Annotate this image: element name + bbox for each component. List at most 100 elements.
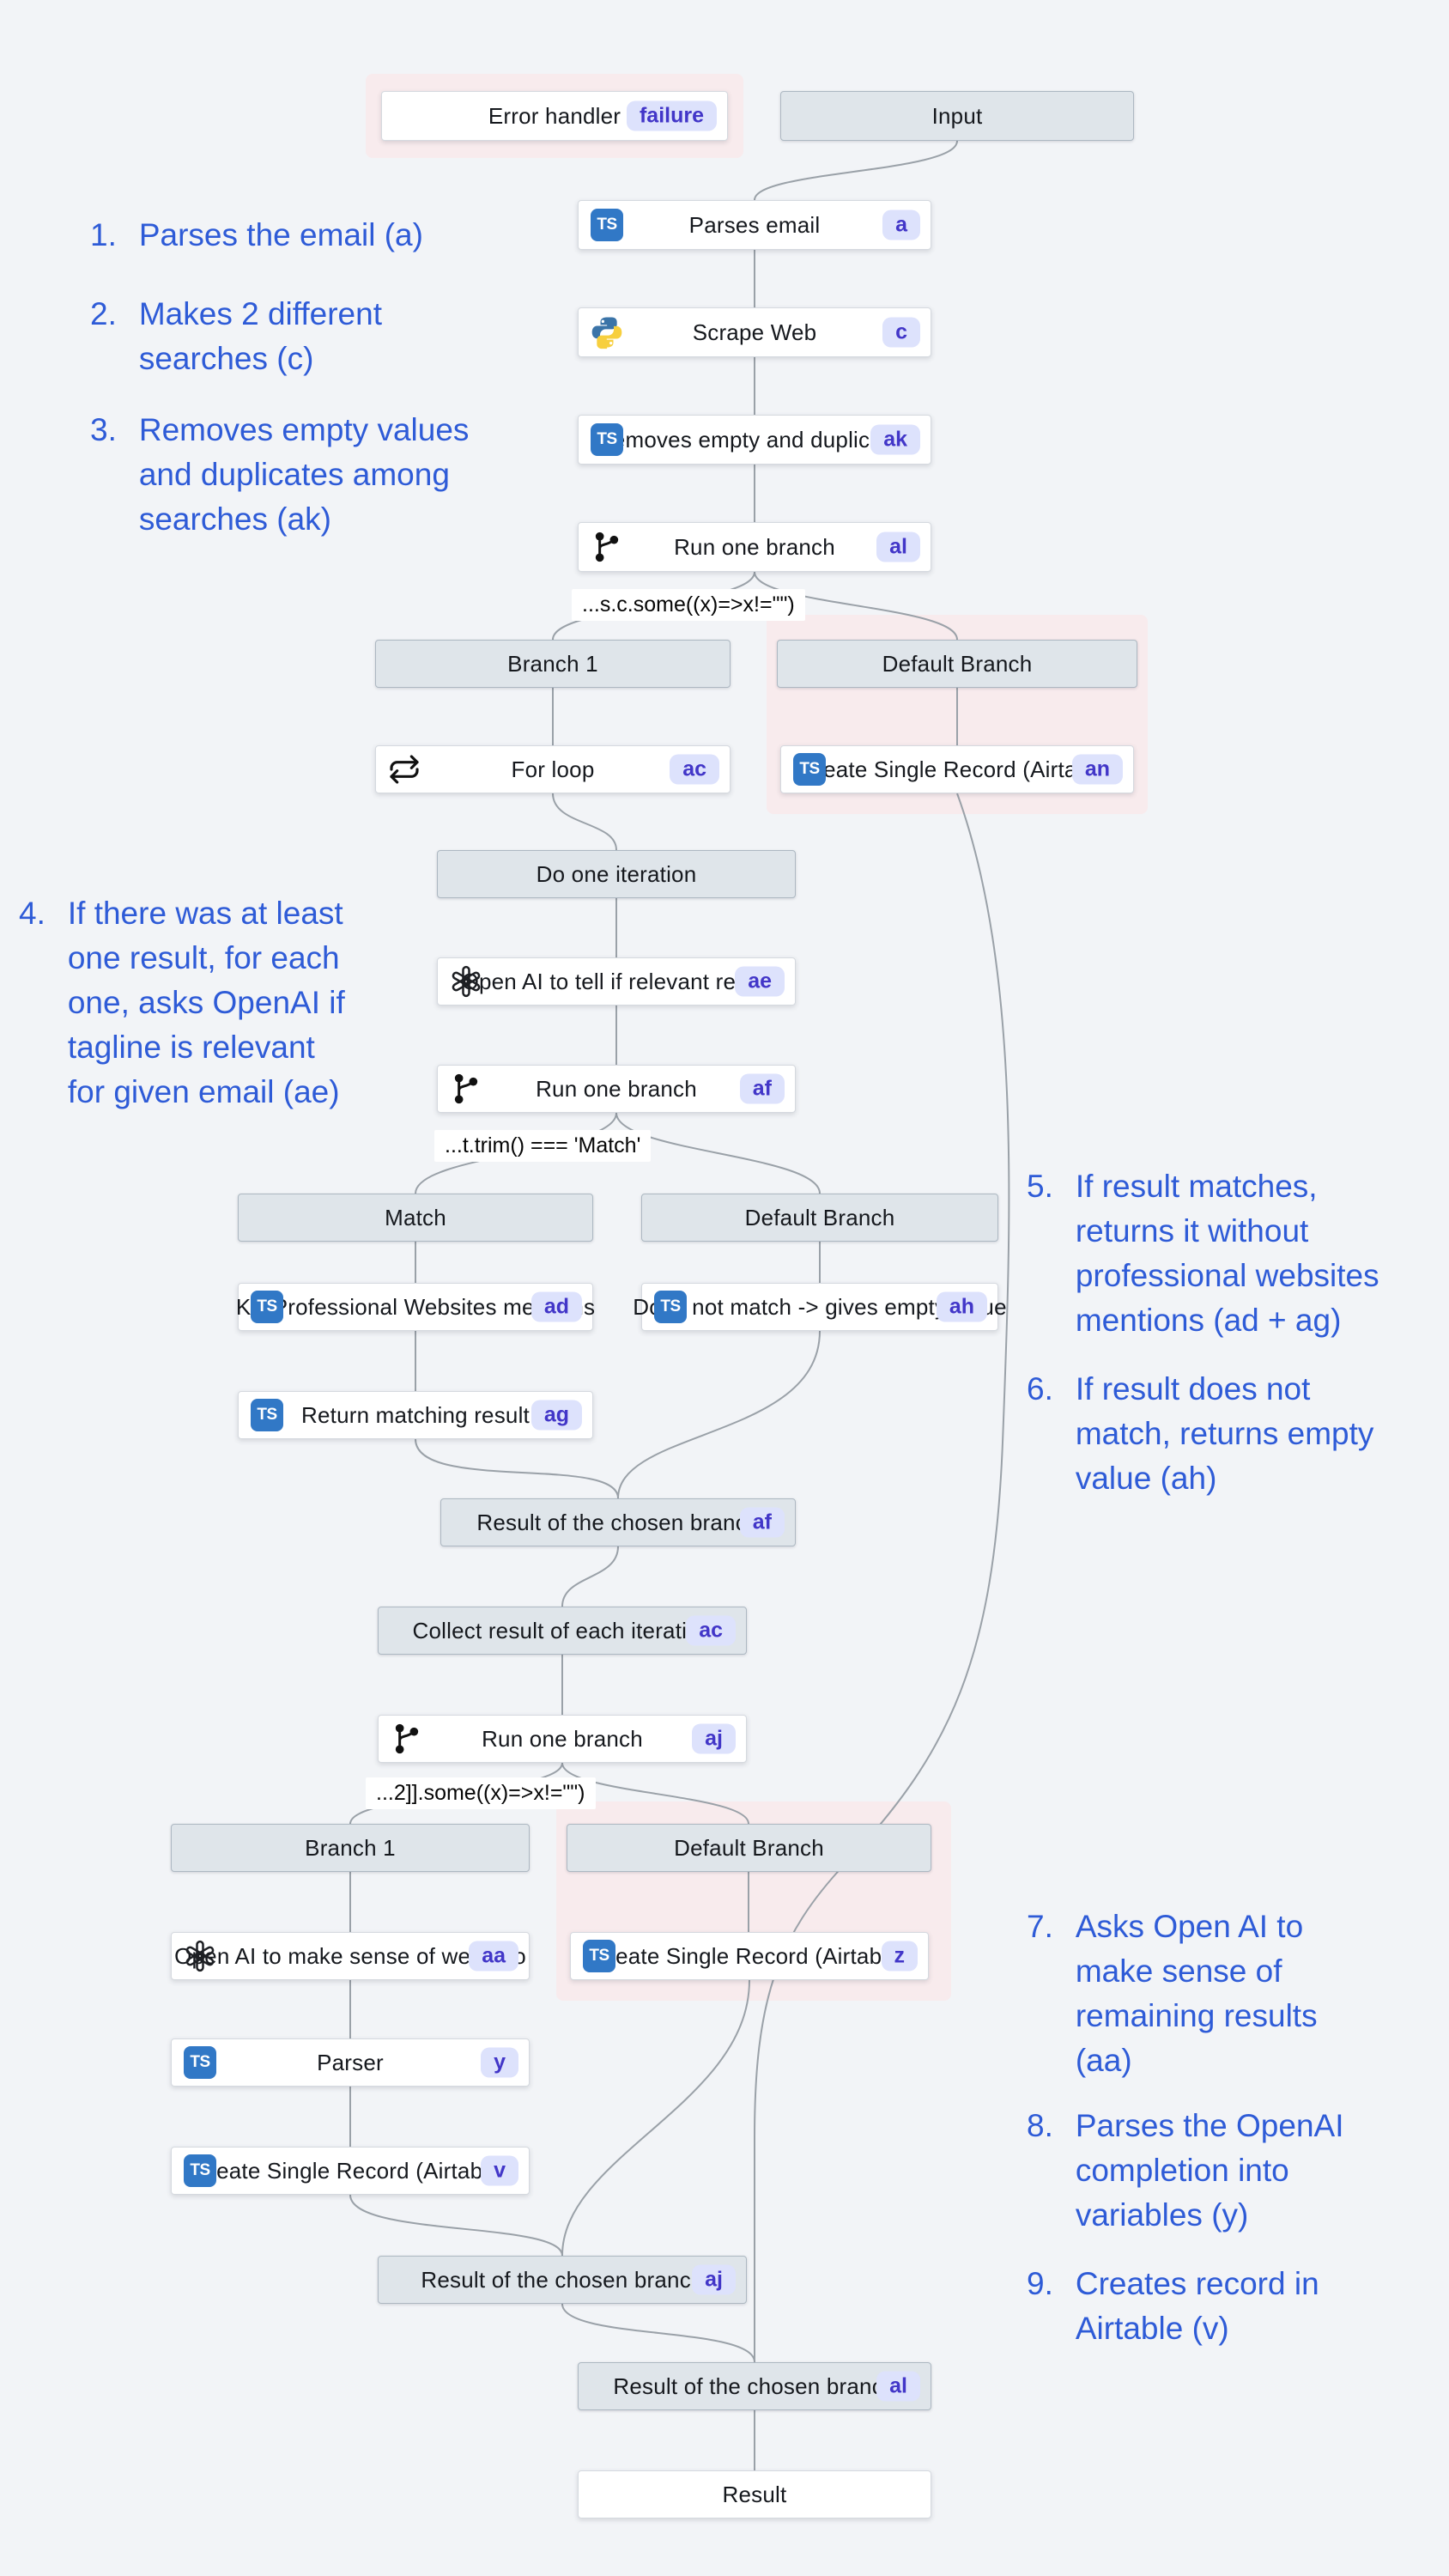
typescript-icon: TS: [654, 1291, 687, 1323]
node-parses-email[interactable]: TS Parses email a: [578, 200, 931, 250]
annotation-number: 1.: [90, 217, 117, 252]
node-badge: y: [481, 2047, 518, 2078]
node-default-c[interactable]: Default Branch: [567, 1824, 931, 1872]
node-label: Result of the chosen branch: [476, 1509, 760, 1535]
node-icon-slot: TS: [183, 2045, 217, 2080]
node-for-loop[interactable]: For loop ac: [375, 745, 731, 793]
condition-label-cond-3: ...2]].some((x)=>x!=""): [366, 1777, 596, 1809]
node-badge: ag: [530, 1400, 582, 1431]
typescript-icon: TS: [251, 1399, 283, 1431]
branch-fork-icon: [595, 532, 619, 562]
annotation-2: 2.Makes 2 different searches (c): [90, 292, 382, 381]
node-icon-slot: [449, 1072, 483, 1106]
node-icon-slot: TS: [653, 1290, 688, 1324]
annotation-text: Parses the OpenAI completion into variab…: [1075, 2108, 1344, 2233]
node-branch1-a[interactable]: Branch 1: [375, 640, 731, 688]
annotation-5: 5.If result matches, returns it without …: [1027, 1164, 1379, 1343]
node-run-af[interactable]: Run one branch af: [437, 1065, 796, 1113]
edge: [349, 2194, 563, 2257]
edge: [552, 793, 617, 851]
node-icon-slot: TS: [250, 1398, 284, 1432]
node-branch1-b[interactable]: Branch 1: [171, 1824, 530, 1872]
node-icon-slot: [590, 530, 624, 564]
annotation-8: 8. Parses the OpenAI completion into vari…: [1027, 2104, 1343, 2238]
node-do-one[interactable]: Do one iteration: [437, 850, 796, 898]
edge: [617, 1330, 821, 1499]
annotation-text: Asks Open AI to make sense of remaining …: [1075, 1909, 1318, 2078]
node-badge: a: [882, 210, 920, 240]
node-label: Do one iteration: [536, 860, 697, 887]
node-badge: aj: [692, 1723, 736, 1754]
edge: [754, 793, 1010, 2362]
node-icon-slot: TS: [590, 208, 624, 242]
node-label: Create Single Record (Airtable): [192, 2157, 508, 2184]
node-label: Input: [931, 102, 983, 129]
node-label: Default Branch: [882, 650, 1033, 677]
node-label: Default Branch: [744, 1204, 895, 1230]
typescript-icon: TS: [591, 423, 623, 456]
node-badge: z: [881, 1941, 918, 1971]
node-label: Branch 1: [507, 650, 598, 677]
annotation-9: 9.Creates record in Airtable (v): [1027, 2262, 1319, 2351]
annotation-number: 7.: [1027, 1909, 1053, 1944]
node-match[interactable]: Match: [238, 1194, 593, 1242]
node-label: Result of the chosen branch: [613, 2372, 896, 2399]
node-icon-slot: TS: [183, 2154, 217, 2188]
node-badge: v: [481, 2155, 518, 2186]
node-label: Match: [385, 1204, 446, 1230]
annotation-text: If result matches, returns it without pr…: [1075, 1169, 1379, 1338]
node-label: Run one branch: [536, 1075, 697, 1102]
node-badge: an: [1071, 754, 1123, 785]
node-badge: ae: [735, 966, 785, 997]
typescript-icon: TS: [184, 2046, 216, 2079]
typescript-icon: TS: [184, 2154, 216, 2187]
openai-icon: [452, 965, 481, 998]
node-label: Parses email: [688, 211, 821, 238]
node-badge: c: [882, 317, 920, 348]
annotation-number: 8.: [1027, 2108, 1053, 2143]
edge: [415, 1438, 619, 1499]
node-icon-slot: [387, 752, 421, 787]
node-icon-slot: TS: [792, 752, 827, 787]
loop-icon: [390, 755, 419, 784]
edge: [561, 2303, 755, 2363]
node-badge: af: [739, 1073, 785, 1104]
node-result[interactable]: Result: [578, 2470, 931, 2518]
node-badge: al: [876, 2371, 920, 2402]
annotation-1: 1. Parses the email (a): [90, 213, 423, 258]
annotation-text: Parses the email (a): [138, 217, 423, 252]
annotation-text: Makes 2 different searches (c): [138, 296, 382, 376]
node-badge: aa: [469, 1941, 518, 1971]
node-badge: failure: [626, 100, 717, 131]
annotation-number: 9.: [1027, 2266, 1053, 2301]
python-icon: [591, 317, 622, 349]
node-label: Result: [722, 2481, 787, 2507]
node-label: For loop: [511, 756, 595, 782]
node-badge: ac: [670, 754, 719, 785]
openai-icon: [185, 1940, 215, 1972]
node-label: Run one branch: [674, 533, 835, 560]
annotation-number: 4.: [19, 896, 45, 931]
node-default-a[interactable]: Default Branch: [777, 640, 1137, 688]
node-input[interactable]: Input: [780, 91, 1134, 141]
branch-fork-icon: [454, 1073, 478, 1104]
node-default-b[interactable]: Default Branch: [641, 1194, 998, 1242]
